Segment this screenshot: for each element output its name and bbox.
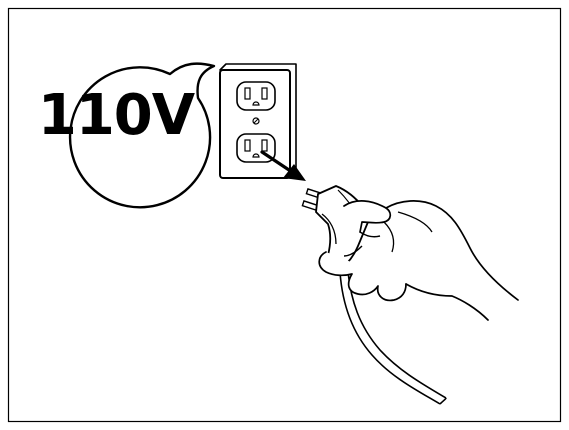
voltage-speech-bubble: 110V: [38, 64, 214, 208]
hand-fingers: [319, 252, 406, 300]
upper-receptacle: [237, 82, 275, 110]
plug-prong-lower: [302, 201, 317, 210]
outlet-icon: [220, 64, 296, 178]
hand-back-and-wrist: [386, 201, 518, 320]
voltage-label: 110V: [38, 83, 196, 148]
